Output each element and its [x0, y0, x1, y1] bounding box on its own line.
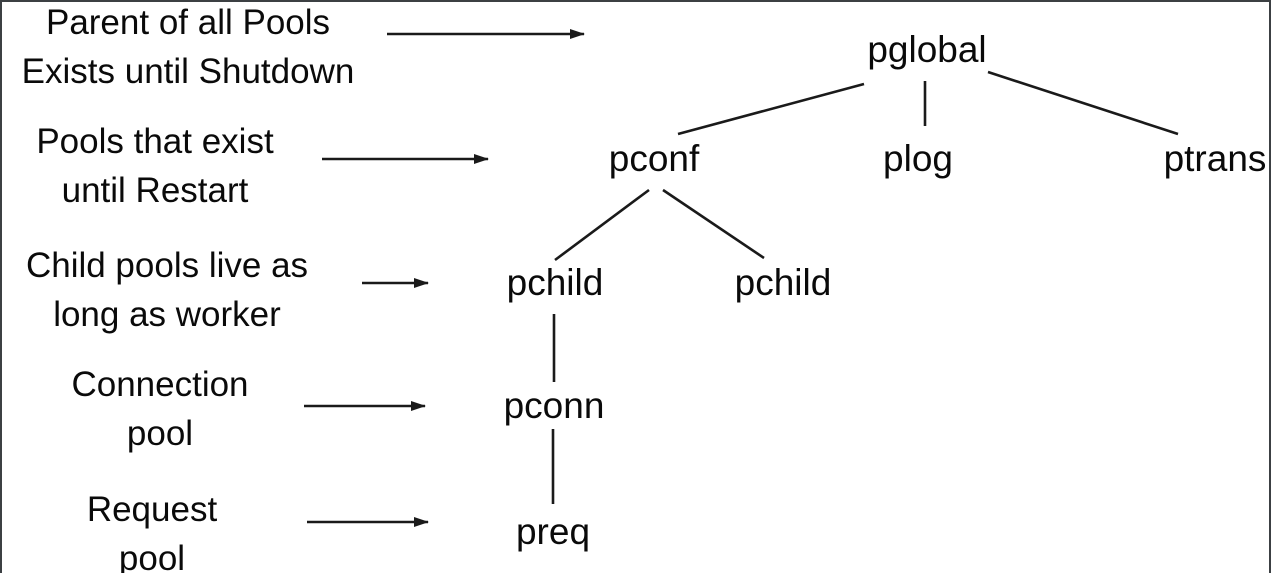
node-preq: preq	[515, 511, 591, 552]
edge-pconf-pchild-right	[662, 188, 765, 260]
annotation-conn-line1: Connection	[71, 365, 249, 404]
node-pconf: pconf	[608, 138, 700, 179]
node-plog: plog	[883, 138, 953, 179]
annotation-parent-line2: Exists until Shutdown	[21, 52, 355, 91]
annotation-parent-of-all-pools: Parent of all Pools Exists until Shutdow…	[2, 2, 374, 96]
node-pglobal: pglobal	[867, 29, 987, 70]
annotation-parent-line1: Parent of all Pools	[45, 3, 331, 42]
annotation-connection-pool: Connection pool	[2, 360, 318, 458]
edge-pconf-pchild-left	[554, 188, 650, 262]
node-pconn: pconn	[503, 385, 605, 426]
edge-pglobal-ptrans	[987, 70, 1179, 136]
edge-pglobal-pconf	[677, 82, 865, 136]
annotation-restart-line2: until Restart	[61, 171, 249, 210]
annotation-child-pools: Child pools live as long as worker	[2, 241, 332, 339]
annotation-request-pool: Request pool	[2, 485, 302, 573]
annotation-req-line2: pool	[118, 539, 186, 573]
annotation-restart-line1: Pools that exist	[36, 122, 274, 161]
node-pchild-left: pchild	[506, 262, 604, 303]
annotation-pools-until-restart: Pools that exist until Restart	[2, 117, 308, 215]
annotation-req-line1: Request	[86, 490, 218, 529]
node-ptrans: ptrans	[1163, 138, 1267, 179]
annotation-child-line1: Child pools live as	[25, 246, 309, 285]
annotation-child-line2: long as worker	[53, 295, 281, 334]
annotation-conn-line2: pool	[126, 414, 194, 453]
node-pchild-right: pchild	[734, 262, 832, 303]
